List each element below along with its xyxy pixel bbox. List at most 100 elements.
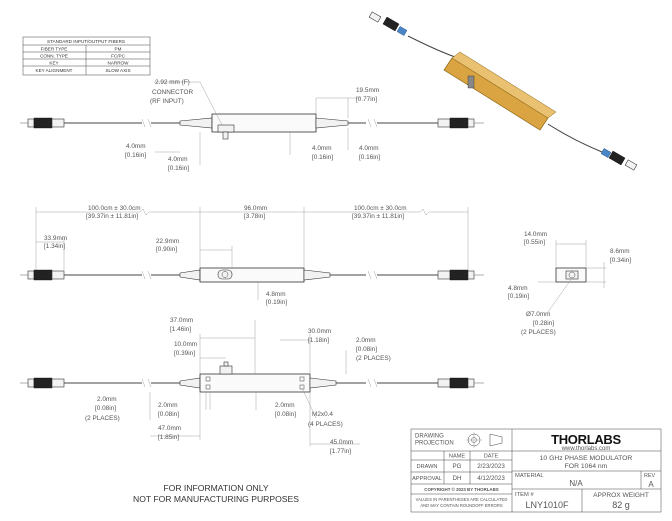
conn-type-value: FC/PC xyxy=(111,54,125,59)
notice-line-2: NOT FOR MANUFACTURING PURPOSES xyxy=(133,494,299,504)
dim-47-0-in: [1.85in] xyxy=(158,434,179,441)
fiber-table: STANDARD INPUT/OUTPUT FIBERS FIBER TYPE … xyxy=(22,36,151,76)
dim-30-0-in: [1.18in] xyxy=(308,337,329,344)
weight-label: APPROX WEIGHT xyxy=(593,492,649,499)
item-value: LNY1010F xyxy=(525,500,569,510)
col-date: DATE xyxy=(484,454,499,460)
title-block: DRAWING PROJECTION NAME DATE DRAWN PG 2/… xyxy=(410,428,662,513)
connector-boot-left xyxy=(27,118,35,128)
body-length: 96.0mm xyxy=(244,205,267,212)
top-view: 2.92 mm (F) CONNECTOR (RF INPUT) 19.5mm … xyxy=(20,79,484,172)
material-value: N/A xyxy=(569,479,583,488)
end-view: 14.0mm [0.55in] 8.6mm [0.34in] 4.8mm [0.… xyxy=(508,231,631,336)
dim-2-0-left-in: [0.08in] xyxy=(95,405,116,412)
dim-30-0: 30.0mm xyxy=(308,328,331,335)
key-value: NARROW xyxy=(108,61,130,66)
dim-45-0: 45.0mm xyxy=(330,439,353,446)
m2-callout-places: (4 PLACES) xyxy=(308,421,343,428)
dim-4-8-front: 4.8mm xyxy=(266,291,286,298)
cable-length-right: 100.0cm ± 30.0cm xyxy=(354,205,407,212)
drawn-date: 2/23/2023 xyxy=(477,463,505,470)
dim-4-8-end: 4.8mm xyxy=(508,285,528,292)
drawn-name: PG xyxy=(453,463,462,470)
dim-4-8-end-in: [0.19in] xyxy=(508,293,529,300)
disclaimer-2: AND MAY CONTAIN ROUNDOFF ERRORS xyxy=(420,503,503,508)
projection-label-2: PROJECTION xyxy=(415,441,454,447)
dim-2-0-mid-in: [0.08in] xyxy=(158,411,179,418)
dim-4-0-b: 4.0mm xyxy=(168,156,188,163)
rev-label: REV xyxy=(644,473,655,479)
disclaimer-1: VALUES IN PARENTHESES ARE CALCULATED xyxy=(416,497,508,502)
rf-input-connector xyxy=(217,124,235,133)
dim-8-6-in: [0.34in] xyxy=(610,257,631,264)
front-view: 100.0cm ± 30.0cm [39.37in ± 11.81in] 96.… xyxy=(20,205,484,306)
rf-connector-callout-1: 2.92 mm (F) xyxy=(155,79,190,86)
drawn-label: DRAWN xyxy=(417,464,438,470)
dim-4-0-c-in: [0.16in] xyxy=(312,154,333,161)
bottom-view: 37.0mm [1.46in] 10.0mm [0.39in] 30.0mm [… xyxy=(20,317,484,455)
isometric-view xyxy=(368,11,638,171)
key-label: KEY xyxy=(49,61,58,66)
modulator-housing-front xyxy=(199,267,305,283)
product-title-2: FOR 1064 nm xyxy=(565,463,608,470)
col-name: NAME xyxy=(449,454,465,460)
approval-label: APPROVAL xyxy=(412,476,442,482)
dim-14-0: 14.0mm xyxy=(524,231,547,238)
dim-4-0-c: 4.0mm xyxy=(312,145,332,152)
website: www.thorlabs.com xyxy=(561,446,611,452)
dim-2-0-left: 2.0mm xyxy=(97,396,117,403)
dim-8-6: 8.6mm xyxy=(610,248,630,255)
product-title-1: 10 GHz PHASE MODULATOR xyxy=(540,455,633,462)
dim-33-9-in: [1.34in] xyxy=(44,243,65,250)
cable-length-right-in: [39.37in ± 11.81in] xyxy=(352,213,404,220)
dim-dia-7-0: Ø7.0mm xyxy=(526,311,551,318)
dim-2-0-mid: 2.0mm xyxy=(158,402,178,409)
weight-value: 82 g xyxy=(612,500,630,510)
dim-4-8-front-in: [0.19in] xyxy=(266,299,287,306)
dim-19-5: 19.5mm xyxy=(356,87,379,94)
dim-2-0-right: 2.0mm xyxy=(356,337,376,344)
dim-2-0-c-in: [0.08in] xyxy=(275,411,296,418)
rf-connector-callout-3: (RF INPUT) xyxy=(150,98,184,105)
dim-4-0-a-in: [0.16in] xyxy=(125,152,146,159)
dim-4-0-d-in: [0.16in] xyxy=(359,154,380,161)
logo-text: THORLABS xyxy=(551,432,621,447)
material-label: MATERIAL xyxy=(515,473,544,479)
modulator-housing-bottom xyxy=(199,373,311,393)
key-alignment-label: KEY ALIGNMENT xyxy=(36,68,73,73)
dim-2-0-right-places: (2 PLACES) xyxy=(356,355,391,362)
item-label: ITEM # xyxy=(515,492,534,498)
rf-connector-callout-2: CONNECTOR xyxy=(152,89,193,96)
approval-name: DH xyxy=(453,475,462,482)
projection-symbol-icon xyxy=(466,432,503,448)
dim-22-9: 22.9mm xyxy=(156,238,179,245)
dim-37-0: 37.0mm xyxy=(170,317,193,324)
dim-2-0-c: 2.0mm xyxy=(275,402,295,409)
dim-2-0-left-places: (2 PLACES) xyxy=(85,415,120,422)
dim-4-0-a: 4.0mm xyxy=(126,143,146,150)
body-length-in: [3.78in] xyxy=(244,213,265,220)
notice: FOR INFORMATION ONLY NOT FOR MANUFACTURI… xyxy=(133,483,299,504)
dim-22-9-in: [0.90in] xyxy=(156,246,177,253)
dim-33-9: 33.9mm xyxy=(44,235,67,242)
thorlabs-logo: THORLABS xyxy=(543,432,629,447)
fc-connector-left xyxy=(33,117,53,129)
fiber-type-label: FIBER TYPE xyxy=(41,47,68,52)
dim-dia-7-0-in: [0.28in] xyxy=(533,320,554,327)
dim-10-0: 10.0mm xyxy=(174,341,197,348)
dim-14-0-in: [0.55in] xyxy=(524,239,545,246)
dim-45-0-in: [1.77in] xyxy=(330,448,351,455)
dim-10-0-in: [0.39in] xyxy=(174,350,195,357)
dim-4-0-d: 4.0mm xyxy=(359,145,379,152)
dim-dia-places: (2 PLACES) xyxy=(521,329,556,336)
dim-47-0: 47.0mm xyxy=(158,425,181,432)
rev-value: A xyxy=(648,480,654,489)
cable-length-left-in: [39.37in ± 11.81in] xyxy=(86,213,138,220)
key-alignment-value: SLOW AXIS xyxy=(105,68,130,73)
fc-connector-right xyxy=(449,117,469,129)
copyright: COPYRIGHT © 2023 BY THORLABS xyxy=(424,487,498,492)
dim-2-0-right-in: [0.08in] xyxy=(356,346,377,353)
cable-length-left: 100.0cm ± 30.0cm xyxy=(88,205,141,212)
dim-4-0-b-in: [0.16in] xyxy=(168,165,189,172)
